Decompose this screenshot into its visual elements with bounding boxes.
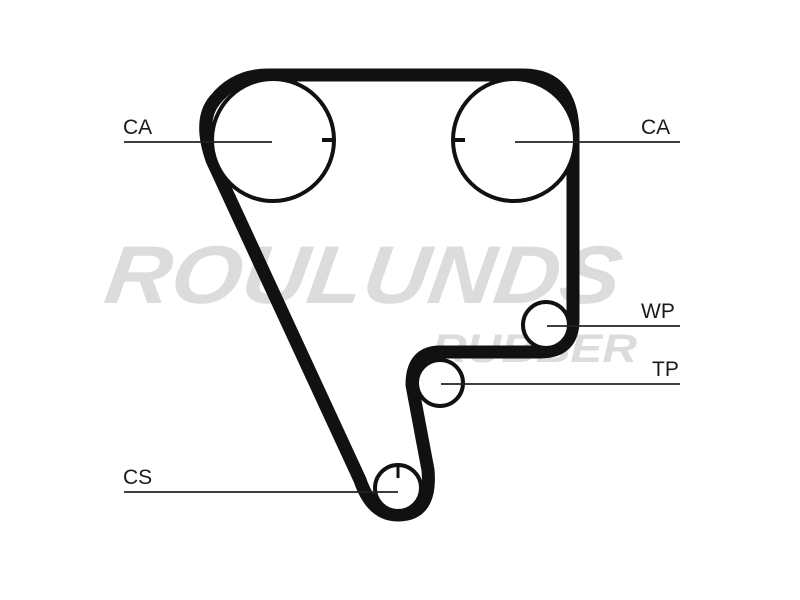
timing-belt bbox=[199, 68, 580, 522]
label-tensioner: TP bbox=[652, 358, 679, 381]
label-crankshaft: CS bbox=[123, 466, 152, 489]
label-water-pump: WP bbox=[641, 300, 675, 323]
camshaft-pulley-right bbox=[451, 77, 577, 203]
tensioner-pulley bbox=[415, 358, 465, 408]
crankshaft-pulley bbox=[373, 463, 423, 513]
water-pump-pulley bbox=[521, 300, 571, 350]
label-cam-left: CA bbox=[123, 116, 152, 139]
camshaft-pulley-left bbox=[210, 77, 336, 203]
label-cam-right: CA bbox=[641, 116, 670, 139]
